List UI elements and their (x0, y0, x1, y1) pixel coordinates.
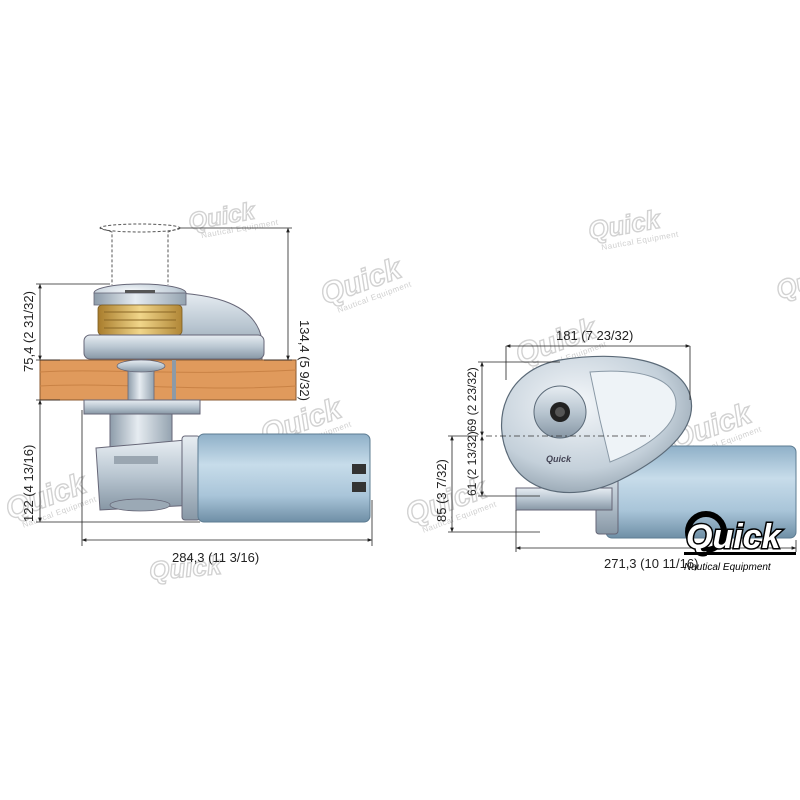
watermark: Quick (147, 549, 225, 587)
top-cap-rim (93, 292, 187, 306)
logo-subtitle: Nautical Equipment (684, 562, 772, 573)
gearbox-label (114, 456, 158, 464)
motor-terminal (352, 482, 366, 492)
dim-rear-offset: 61 (2 13/32) (465, 431, 479, 496)
gypsy-teeth (104, 311, 176, 329)
side-view: 75,4 (2 31/32) 134,4 (5 9/32) 122 (4 13/… (21, 223, 373, 565)
watermark: Quick Nautical Equipment (315, 251, 413, 315)
motor (197, 433, 371, 523)
drum-socket-inner (555, 407, 565, 417)
gearbox-bottom (109, 498, 171, 512)
logo-q-ring (685, 511, 727, 553)
cap-label (125, 290, 155, 293)
watermark: Quick Nautical Equipment (0, 466, 98, 530)
shaft-collar (116, 359, 166, 373)
dashed-drum-outline (99, 227, 181, 285)
lower-plate (83, 399, 201, 415)
dim-height-below-deck: 122 (4 13/16) (21, 445, 36, 522)
dim-drum-height: 134,4 (5 9/32) (297, 320, 312, 401)
dim-depth: 85 (3 7/32) (434, 459, 449, 522)
dim-height-above-deck: 75,4 (2 31/32) (21, 291, 36, 372)
motor-terminal (352, 464, 366, 474)
side-dimension-lines (36, 227, 373, 546)
watermark: Quick Nautical Equipment (585, 203, 680, 252)
base-flange (83, 334, 265, 360)
housing-brand: Quick (546, 454, 572, 464)
deck-section (39, 359, 297, 401)
top-view: Quick 181 (7 23/32) 69 (2 23/32) 61 (2 (434, 328, 797, 571)
dim-front-offset: 69 (2 23/32) (465, 367, 479, 432)
dashed-drum-top (99, 223, 181, 233)
dim-total-length-top: 271,3 (10 11/16) (604, 556, 698, 571)
dim-width-top: 181 (7 23/32) (556, 328, 633, 343)
watermark: Quick (771, 252, 800, 307)
chain-channel (589, 370, 677, 463)
quick-logo: Quick Nautical Equipment (684, 511, 796, 573)
stud-bolt (172, 360, 176, 408)
dim-total-length-side: 284,3 (11 3/16) (172, 550, 259, 565)
logo-brand: Quick (686, 518, 783, 556)
top-dimension-lines (448, 344, 797, 552)
svg-text:Quick: Quick (148, 550, 224, 586)
svg-text:Quick: Quick (772, 252, 800, 305)
watermark: Quick Nautical Equipment (400, 471, 498, 535)
motor-flange (181, 435, 201, 521)
watermark: Quick Nautical Equipment (186, 197, 280, 240)
logo-underline (684, 552, 796, 555)
